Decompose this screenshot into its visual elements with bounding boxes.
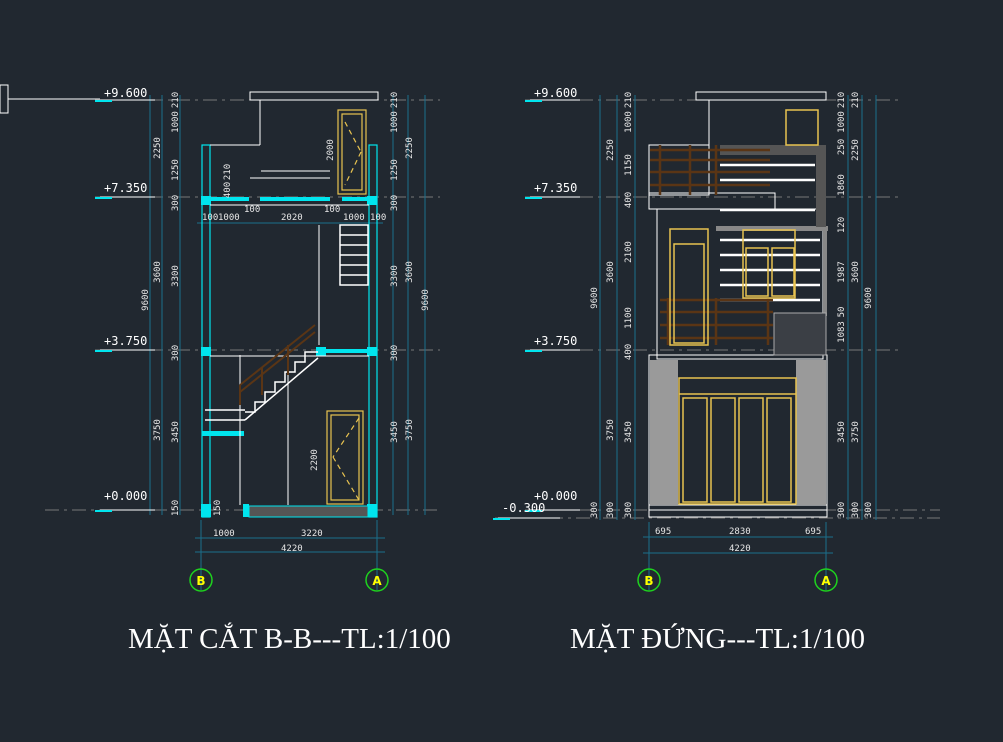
dimension-label: 2020 [281, 213, 303, 223]
dimension-label: 1987 [837, 261, 847, 283]
dimension-label: 300 [171, 345, 181, 361]
dimension-label: 50 [837, 307, 847, 318]
dimension-label: 210 [390, 92, 400, 108]
dimension-label: 300 [837, 502, 847, 518]
dimension-label: 4220 [729, 544, 751, 554]
axis-bubble-section-b: B [189, 568, 213, 592]
level-marker-label: +9.600 [104, 86, 147, 100]
dimension-label: 3600 [606, 261, 616, 283]
dimension-label: 300 [624, 502, 634, 518]
dimension-label: 210 [223, 164, 233, 180]
dimension-label: 2100 [624, 241, 634, 263]
dimension-label: 210 [837, 92, 847, 108]
level-marker-label: +7.350 [534, 181, 577, 195]
dimension-label: 3600 [153, 261, 163, 283]
dimension-label: 300 [171, 195, 181, 211]
dimension-label: 3450 [171, 421, 181, 443]
dimension-label: 1000 [624, 111, 634, 133]
dimension-label: 300 [390, 345, 400, 361]
dimension-label: 1250 [171, 159, 181, 181]
dimension-label: 1000 [343, 213, 365, 223]
elevation-title: MẶT ĐỨNG---TL:1/100 [570, 622, 865, 655]
axis-bubble-section-a: A [365, 568, 389, 592]
dimension-label: 9600 [141, 289, 151, 311]
dimension-label: 1000 [218, 213, 240, 223]
dimension-label: 1860 [837, 174, 847, 196]
dimension-label: 300 [390, 195, 400, 211]
dimension-label: 3300 [171, 265, 181, 287]
dimension-label: 9600 [864, 287, 874, 309]
dimension-label: 695 [655, 527, 671, 537]
dimension-label: 3600 [405, 261, 415, 283]
dimension-label: 2830 [729, 527, 751, 537]
dimension-label: 2250 [851, 139, 861, 161]
dimension-label: 4220 [281, 544, 303, 554]
dimension-label: 100 [370, 213, 386, 223]
dimension-label: 3750 [405, 419, 415, 441]
dimension-label: 3450 [390, 421, 400, 443]
dimension-label: 150 [171, 500, 181, 516]
dimension-label: 1250 [390, 159, 400, 181]
dimension-label: 100 [202, 213, 218, 223]
dimension-label: 3750 [851, 421, 861, 443]
dimension-label: 2000 [326, 139, 336, 161]
dimension-label: 2200 [310, 449, 320, 471]
level-marker-label: +3.750 [534, 334, 577, 348]
dimension-label: 1000 [213, 529, 235, 539]
dimension-label: 3300 [390, 265, 400, 287]
dimension-label: 300 [590, 502, 600, 518]
level-marker-label: -0.300 [502, 501, 545, 515]
axis-bubble-elevation-b: B [637, 568, 661, 592]
dimension-label: 1100 [624, 307, 634, 329]
section-title: MẶT CẮT B-B---TL:1/100 [128, 621, 451, 655]
level-marker-label: +9.600 [534, 86, 577, 100]
dimension-label: 300 [606, 502, 616, 518]
dimension-label: 1150 [624, 154, 634, 176]
axis-bubble-elevation-a: A [814, 568, 838, 592]
dimension-label: 3450 [624, 421, 634, 443]
axis-label: A [821, 574, 831, 588]
dimension-label: 2250 [153, 137, 163, 159]
dimension-label: 1083 [837, 321, 847, 343]
dimension-label: 210 [624, 92, 634, 108]
axis-label: A [372, 574, 382, 588]
dimension-labels: +9.600 +7.350 +3.750 +0.000 9600 2250 3600 3750… [104, 86, 874, 554]
elevation-drawing [493, 91, 940, 590]
dimension-label: 2250 [405, 137, 415, 159]
dimension-label: 150 [213, 500, 223, 516]
section-b-b-drawing [45, 91, 440, 590]
dimension-label: 3750 [153, 419, 163, 441]
dimension-label: 100 [244, 205, 260, 215]
dimension-label: 400 [624, 344, 634, 360]
dimension-label: 3600 [851, 261, 861, 283]
dimension-label: 1000 [171, 111, 181, 133]
level-marker-label: +0.000 [534, 489, 577, 503]
dimension-label: 300 [864, 502, 874, 518]
dimension-label: 1000 [837, 111, 847, 133]
dimension-label: 400 [223, 182, 233, 198]
dimension-label: 3450 [837, 421, 847, 443]
axis-label: B [196, 574, 205, 588]
dimension-label: 1000 [390, 111, 400, 133]
dimension-label: 210 [851, 92, 861, 108]
dimension-label: 400 [624, 192, 634, 208]
dimension-label: 100 [324, 205, 340, 215]
dimension-label: 695 [805, 527, 821, 537]
viewport-edge-box [0, 84, 9, 114]
dimension-label: 300 [851, 502, 861, 518]
level-marker-label: +7.350 [104, 181, 147, 195]
level-marker-label: +0.000 [104, 489, 147, 503]
dimension-label: 3220 [301, 529, 323, 539]
dimension-label: 120 [837, 217, 847, 233]
dimension-label: 9600 [590, 287, 600, 309]
dimension-label: 3750 [606, 419, 616, 441]
dimension-label: 210 [171, 92, 181, 108]
axis-label: B [644, 574, 653, 588]
dimension-label: 9600 [421, 289, 431, 311]
level-marker-label: +3.750 [104, 334, 147, 348]
dimension-label: 2250 [606, 139, 616, 161]
dimension-label: 250 [837, 139, 847, 155]
